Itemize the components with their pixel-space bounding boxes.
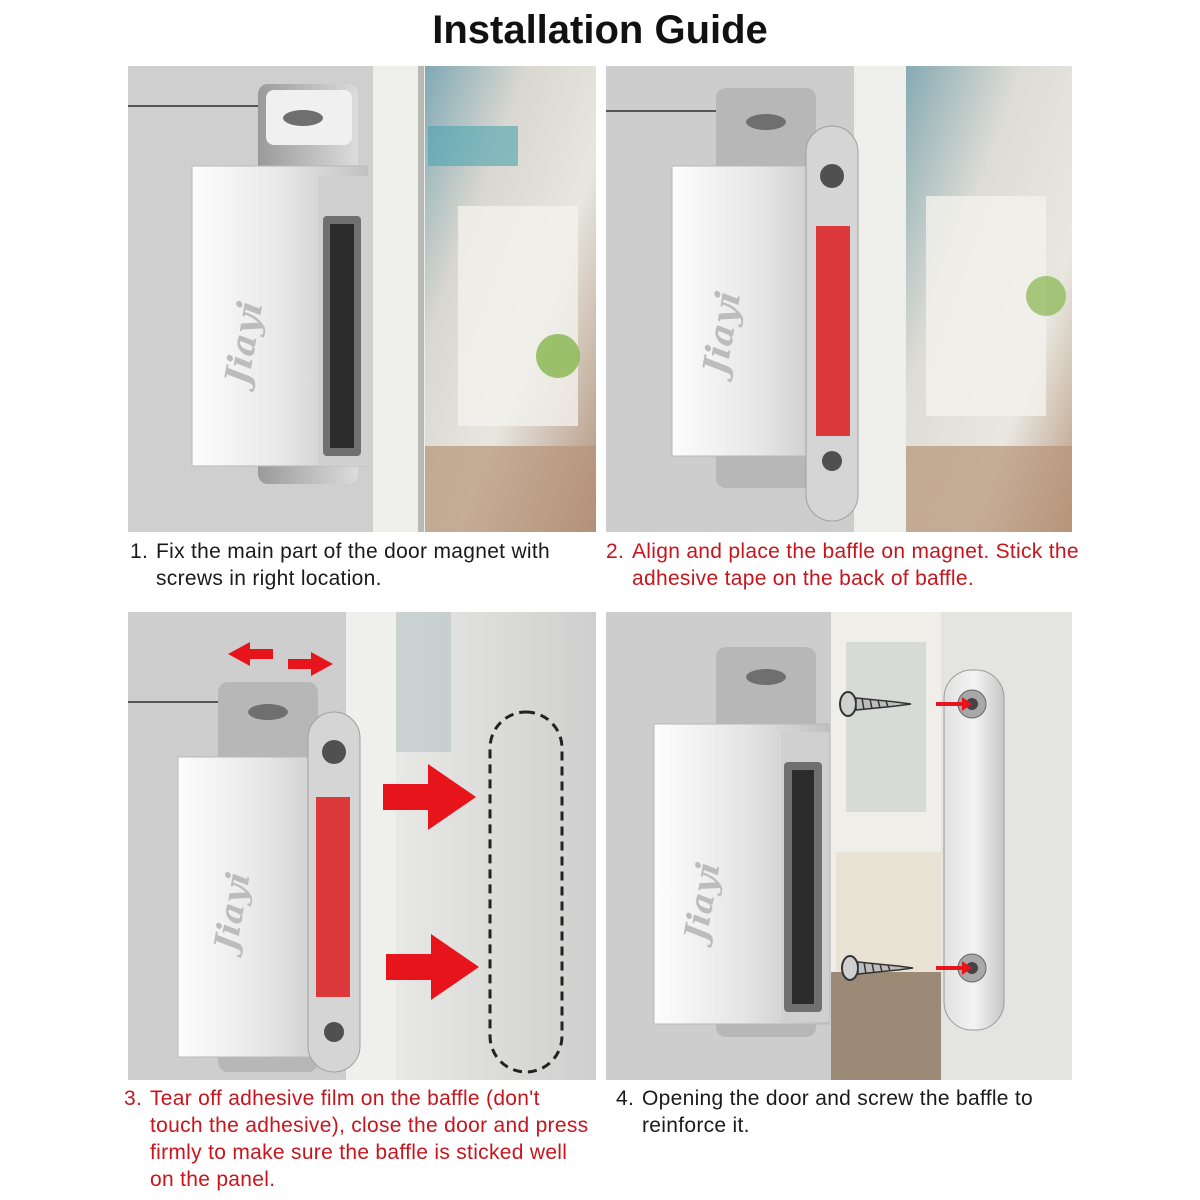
right-arrow-icon <box>383 764 476 830</box>
step-3-image: Jiayi <box>128 612 596 1080</box>
step-4-caption: 4. Opening the door and screw the baffle… <box>616 1085 1056 1139</box>
step-1-image: Jiayi <box>128 66 596 532</box>
step-1-text: Fix the main part of the door magnet wit… <box>156 540 550 590</box>
screw-icon <box>841 955 914 981</box>
step-2-image: Jiayi <box>606 66 1072 532</box>
screw-icon <box>839 691 912 717</box>
double-arrow-icon <box>228 642 333 676</box>
step-2-text: Align and place the baffle on magnet. St… <box>632 540 1079 590</box>
step-1-number: 1. <box>130 540 149 563</box>
step-1-caption: 1. Fix the main part of the door magnet … <box>130 538 600 592</box>
step-3-caption: 3. Tear off adhesive film on the baffle … <box>124 1085 594 1193</box>
step-4-number: 4. <box>616 1087 635 1110</box>
step-4-image: Jiayi <box>606 612 1072 1080</box>
step-3-text: Tear off adhesive film on the baffle (do… <box>150 1087 589 1191</box>
page-title: Installation Guide <box>432 8 768 52</box>
step-4-text: Opening the door and screw the baffle to… <box>642 1087 1034 1137</box>
right-arrow-icon <box>386 934 479 1000</box>
step-2-number: 2. <box>606 540 625 563</box>
step-2-caption: 2. Align and place the baffle on magnet.… <box>606 538 1086 592</box>
step-3-number: 3. <box>124 1087 143 1110</box>
